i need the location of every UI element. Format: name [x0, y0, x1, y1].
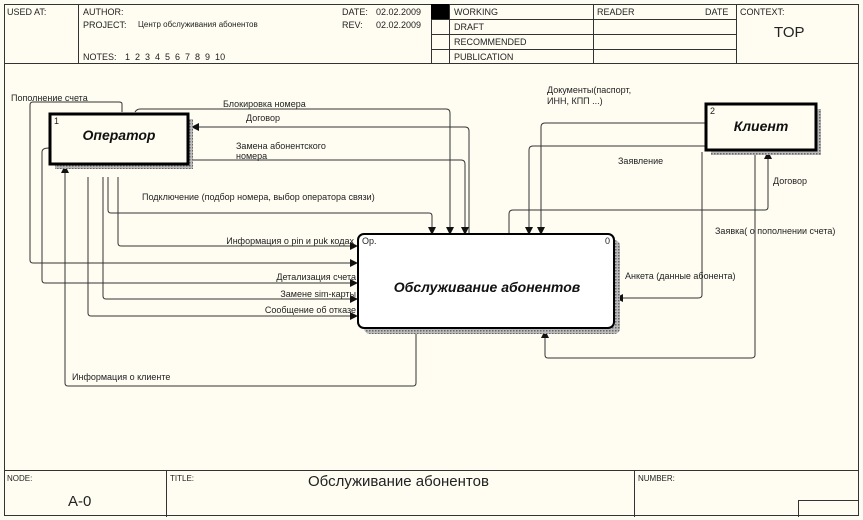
- arrow-podklyuchenie: [107, 177, 436, 235]
- used-at-label: USED AT:: [7, 7, 47, 17]
- arrow-pin-puk: [117, 177, 358, 250]
- main-title: Обслуживание абонентов: [394, 279, 581, 295]
- operator-title: Оператор: [83, 127, 156, 143]
- label-pin-puk: Информация о pin и puk кодах: [226, 236, 354, 246]
- label-detalizaciya: Детализация счета: [276, 272, 356, 282]
- number-box: [798, 500, 859, 517]
- operator-box[interactable]: 1 Оператор: [48, 112, 193, 169]
- date-value: 02.02.2009: [376, 7, 422, 17]
- number-label: NUMBER:: [638, 474, 675, 483]
- project-value: Центр обслуживания абонентов: [138, 20, 258, 29]
- label-podklyuchenie: Подключение (подбор номера, выбор операт…: [142, 192, 375, 202]
- arrow-zamena-sim: [102, 177, 358, 303]
- title-label: TITLE:: [170, 474, 195, 483]
- working-status-marker: [431, 4, 449, 19]
- header-block: USED AT: AUTHOR: PROJECT: Центр обслужив…: [4, 4, 859, 64]
- arrow-anketa: [615, 152, 703, 302]
- arrow-zayavka: [541, 152, 756, 359]
- client-box[interactable]: 2 Клиент: [704, 102, 821, 155]
- node-label: NODE:: [7, 474, 33, 483]
- footer-block: NODE: A-0 TITLE: Обслуживание абонентов …: [4, 470, 859, 517]
- project-label: PROJECT:: [83, 20, 127, 30]
- node-value: A-0: [68, 493, 92, 510]
- label-dokumenty-2: ИНН, КПП ...): [547, 96, 603, 106]
- reader-label: READER: [597, 7, 635, 17]
- arrow-zayavlenie: [525, 145, 706, 235]
- operator-number: 1: [54, 116, 59, 126]
- label-zayavka: Заявка( о пополнении счета): [715, 226, 835, 236]
- status-publication: PUBLICATION: [454, 52, 514, 62]
- notes-values: 1 2 3 4 5 6 7 8 9 10: [125, 52, 226, 62]
- main-tag: Op.: [362, 236, 377, 246]
- arrow-popolnenie: [29, 101, 358, 267]
- label-dokumenty-1: Документы(паспорт,: [547, 85, 631, 95]
- status-working: WORKING: [454, 7, 498, 17]
- rev-label: REV:: [342, 20, 363, 30]
- label-zayavlenie: Заявление: [618, 156, 663, 166]
- label-zamena-nomera-2: номера: [236, 151, 267, 161]
- label-popolnenie: Пополнение счета: [11, 93, 88, 103]
- arrow-otkaz: [87, 177, 358, 320]
- client-number: 2: [710, 106, 715, 116]
- reader-date-label: DATE: [705, 7, 729, 17]
- arrow-info-klient: [61, 165, 417, 387]
- arrow-zamena-nomera: [190, 159, 469, 235]
- client-title: Клиент: [734, 118, 789, 134]
- context-value: TOP: [774, 24, 805, 41]
- arrow-blokirovka: [134, 108, 454, 235]
- notes-label: NOTES:: [83, 52, 117, 62]
- title-value: Обслуживание абонентов: [308, 473, 489, 490]
- label-otkaz: Сообщение об отказе: [265, 305, 356, 315]
- label-dogovor-op: Договор: [246, 113, 280, 123]
- author-label: AUTHOR:: [83, 7, 124, 17]
- status-draft: DRAFT: [454, 22, 484, 32]
- status-recommended: RECOMMENDED: [454, 37, 527, 47]
- label-zamena-sim: Замене sim-карты: [280, 289, 356, 299]
- label-anketa: Анкета (данные абонента): [625, 271, 736, 281]
- label-dogovor-client: Договор: [773, 176, 807, 186]
- arrow-detalizaciya: [41, 147, 358, 287]
- date-label: DATE:: [342, 7, 368, 17]
- arrow-dokumenty: [537, 122, 706, 235]
- rev-value: 02.02.2009: [376, 20, 422, 30]
- label-zamena-nomera-1: Замена абонентского: [236, 141, 326, 151]
- arrow-dogovor-client: [508, 151, 772, 234]
- main-number: 0: [605, 236, 610, 246]
- label-blokirovka: Блокировка номера: [223, 99, 306, 109]
- arrow-dogovor-op: [191, 123, 470, 234]
- main-activity-box[interactable]: Op. 0 Обслуживание абонентов: [357, 233, 620, 334]
- context-label: CONTEXT:: [740, 7, 785, 17]
- label-info-klient: Информация о клиенте: [72, 372, 170, 382]
